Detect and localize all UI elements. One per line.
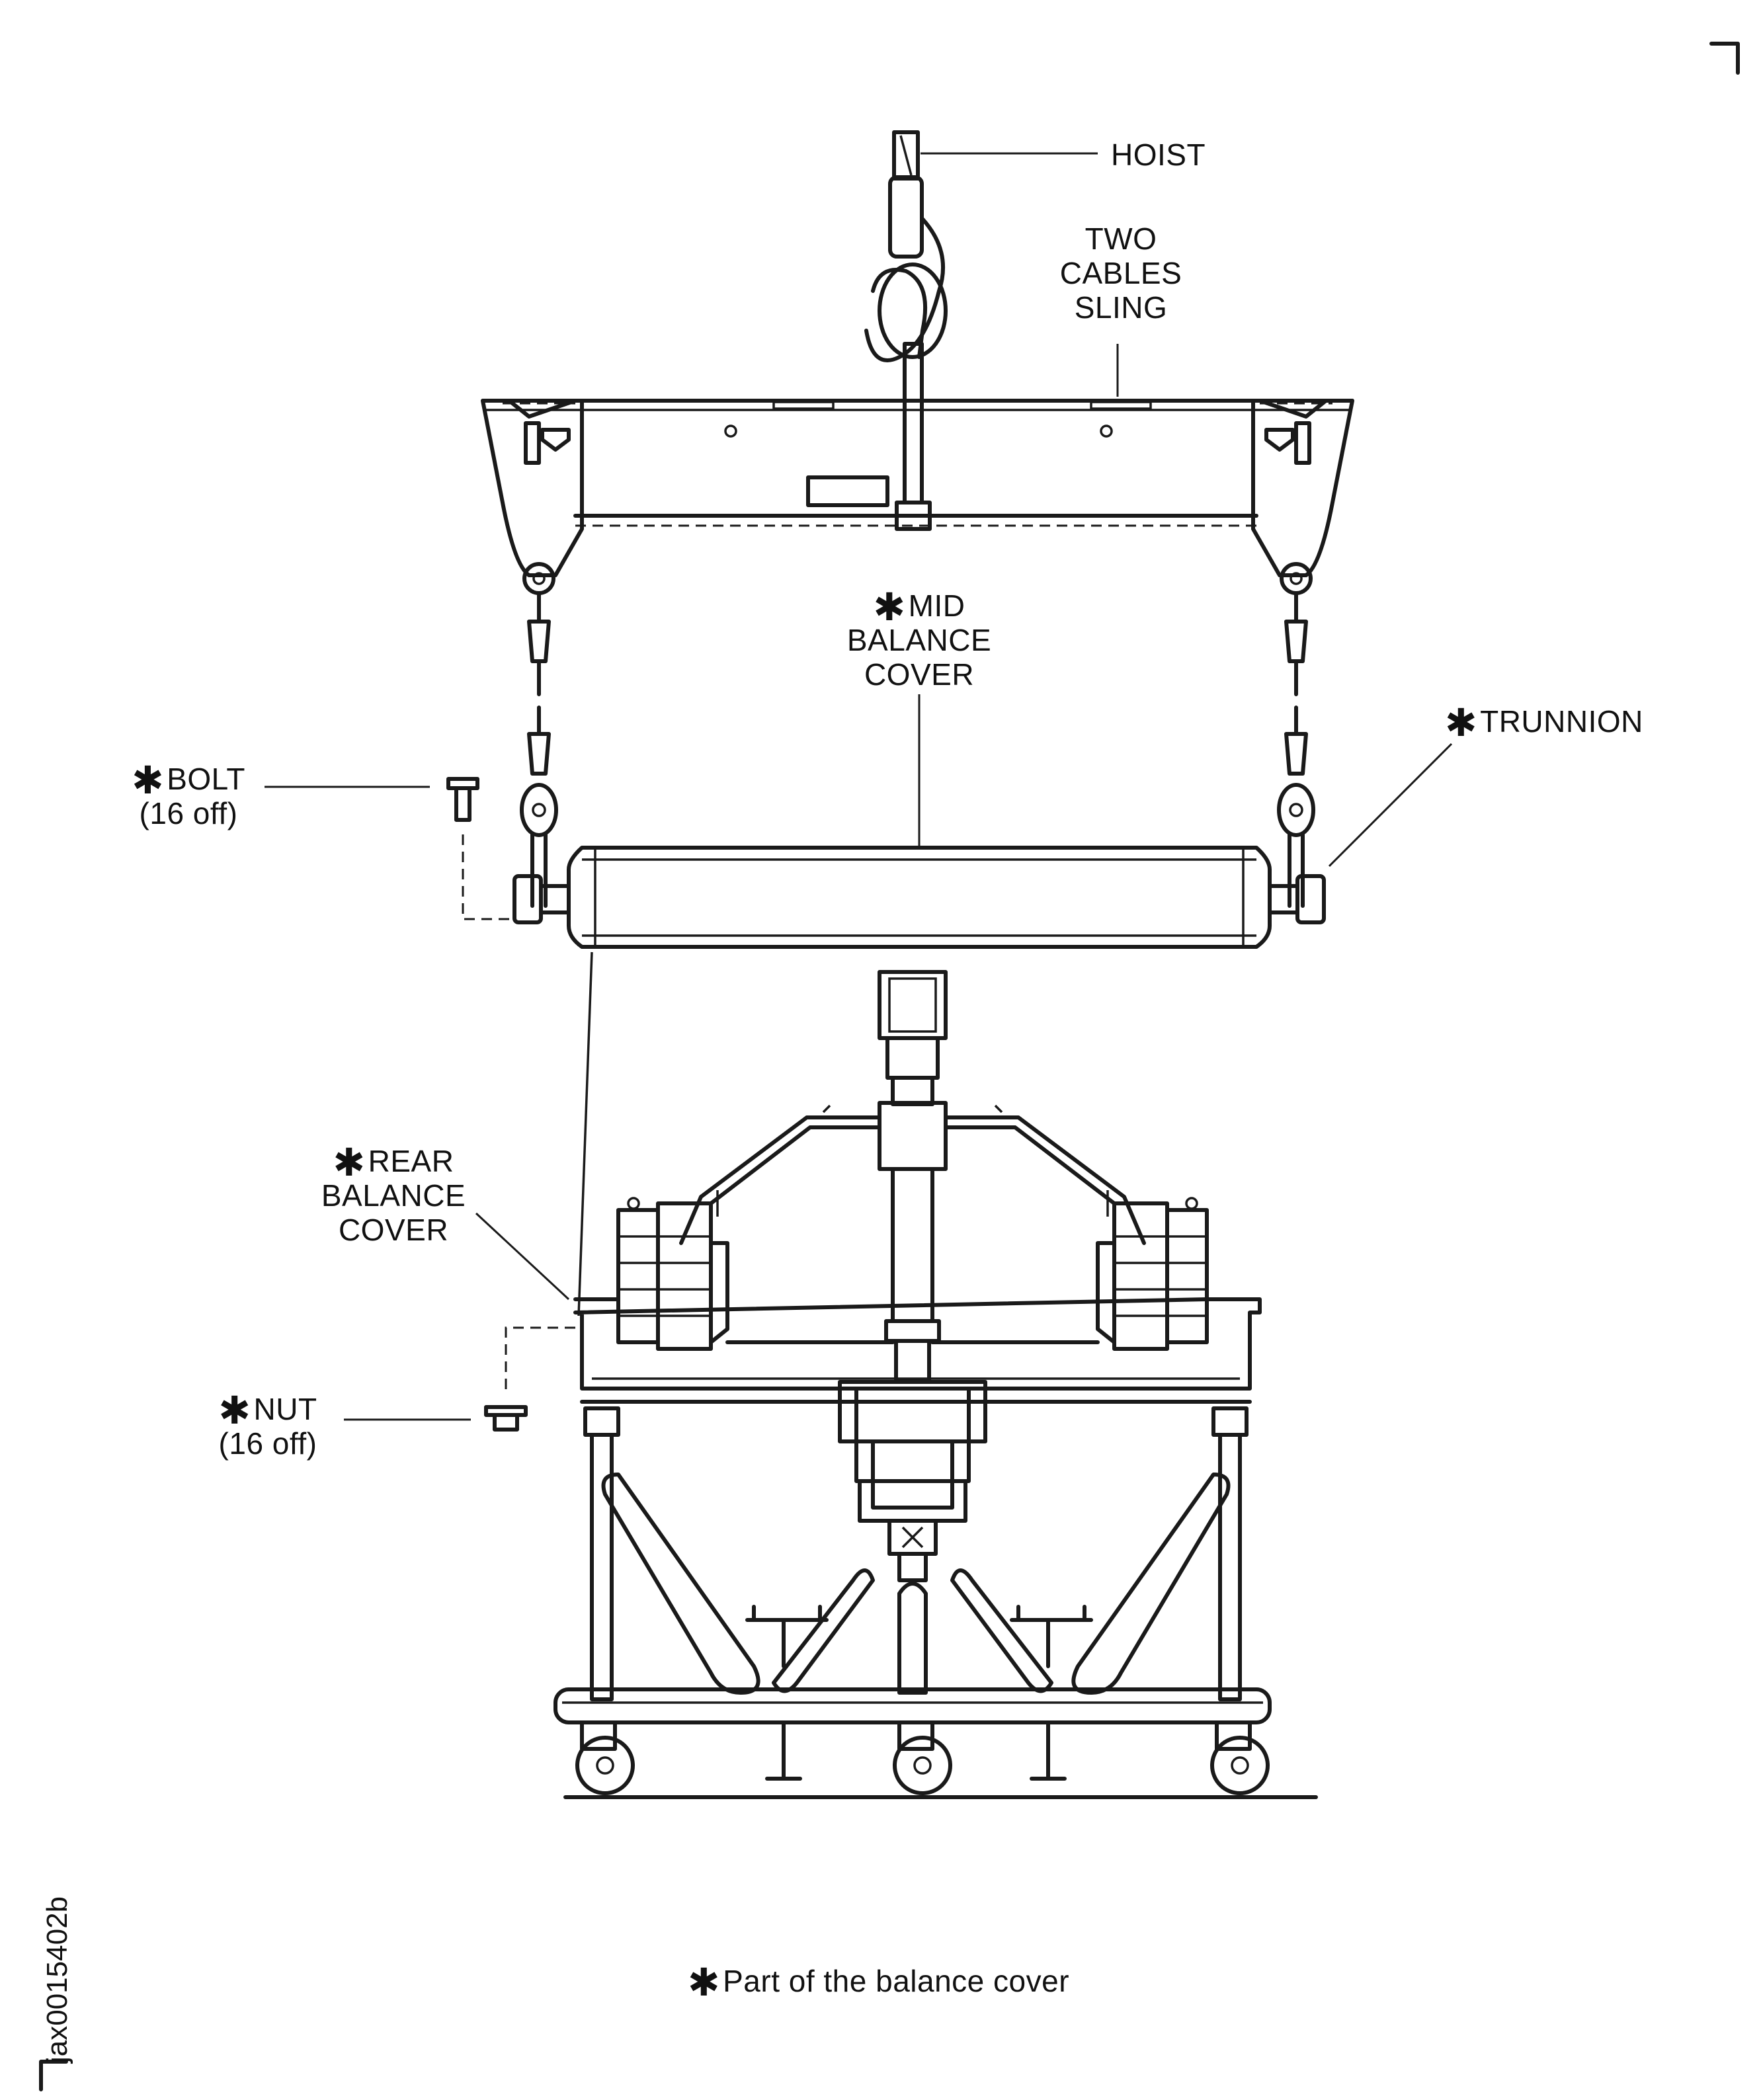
asterisk-icon: ✱ [132,759,165,802]
bolt-part [265,777,516,920]
mid-balance-cover-label: ✱MID BALANCE COVER [846,586,992,692]
hoist-label: HOIST [1111,138,1206,172]
alignment-line [577,951,593,1316]
trunnion-label: ✱TRUNNION [1445,702,1643,745]
asterisk-icon: ✱ [218,1389,251,1432]
footnote: ✱Part of the balance cover [688,1961,1070,2004]
lifting-beam [481,344,1354,696]
stand-assembly [553,970,1318,1799]
mid-balance-cover-part [512,694,1326,949]
asterisk-icon: ✱ [1445,702,1478,745]
caster-wheels [575,1720,1270,1795]
rear-balance-cover-label: ✱REAR BALANCE COVER [321,1141,466,1248]
bolt-label: ✱BOLT (16 off) [132,759,245,831]
figure-id: jax0015402b [41,1896,73,2063]
hoist-assembly [864,130,1098,531]
asterisk-icon: ✱ [333,1141,366,1184]
asterisk-icon: ✱ [873,586,906,629]
crop-mark-top-right [1709,42,1740,75]
right-drum [1096,1190,1209,1351]
nut-part [344,1326,575,1432]
left-drum [616,1190,729,1351]
two-cables-sling-label: TWO CABLES SLING [1059,222,1182,325]
crop-mark-bottom-left [39,2060,68,2091]
nut-label: ✱NUT (16 off) [218,1389,317,1461]
asterisk-icon: ✱ [688,1961,721,2004]
